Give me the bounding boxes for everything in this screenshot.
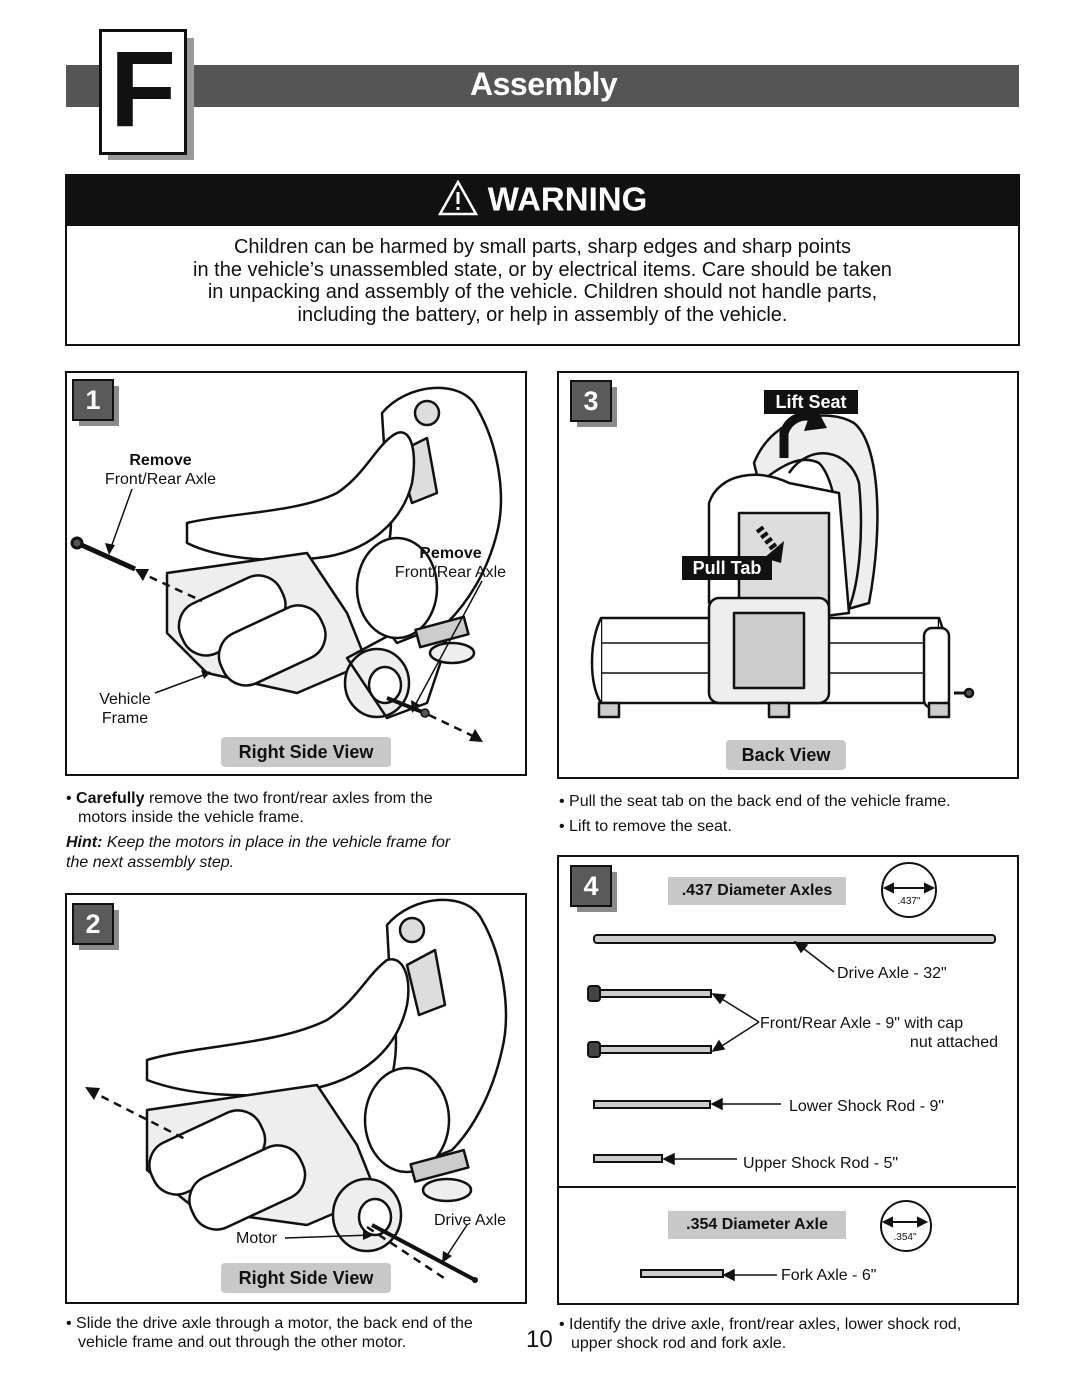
- vehicle-back-view-illustration: [590, 403, 975, 719]
- step3-bullet-text: Pull the seat tab on the back end of the…: [569, 793, 951, 810]
- front-rear-axle-label: Front/Rear Axle - 9" with cap nut attach…: [760, 1014, 1000, 1052]
- step1-hint-bold: Hint:: [66, 834, 103, 851]
- step1-bullet-text: remove the two front/rear axles from the: [144, 790, 433, 807]
- step2-bullet-text: Slide the drive axle through a motor, th…: [76, 1315, 473, 1332]
- step1-view-label: Right Side View: [221, 737, 391, 767]
- step3-view-label: Back View: [726, 740, 846, 770]
- gauge-354-icon: [880, 1200, 932, 1252]
- drive-axle-label: Drive Axle: [434, 1212, 507, 1229]
- warning-title: WARNING: [67, 179, 1018, 224]
- step4-bullet-text-2: upper shock rod and fork axle.: [571, 1335, 787, 1352]
- step3-bullets: • Pull the seat tab on the back end of t…: [559, 793, 951, 835]
- drive-axle-32-label: Drive Axle - 32": [837, 965, 947, 982]
- step1-bullet-bold: Carefully: [76, 790, 145, 807]
- vehicle-frame-label-line: Vehicle: [99, 691, 151, 708]
- section-letter-box: [99, 29, 187, 155]
- page-title: Assembly: [470, 66, 618, 102]
- vehicle-frame-label: Vehicle Frame: [90, 690, 160, 728]
- step1-bullet: • Carefully remove the two front/rear ax…: [66, 789, 526, 827]
- gauge-354-text: .354": [893, 1232, 917, 1243]
- gauge-437-text: .437": [897, 896, 921, 907]
- front-rear-axle-label-line: nut attached: [909, 1034, 998, 1051]
- warning-triangle-icon: [437, 179, 478, 224]
- step3-bullet-text: Lift to remove the seat.: [569, 818, 732, 835]
- step3-number: 3: [570, 380, 612, 422]
- step2-view-label: Right Side View: [221, 1263, 391, 1293]
- lift-seat-callout: Lift Seat: [764, 390, 858, 414]
- axles-illustration: [587, 882, 996, 1282]
- warning-line: in unpacking and assembly of the vehicle…: [207, 281, 878, 303]
- warning-box: [65, 174, 1020, 346]
- remove-label-mid: Remove Front/Rear Axle: [388, 544, 513, 582]
- step2-number: 2: [72, 903, 114, 945]
- remove-label-top-bold: Remove: [129, 452, 192, 469]
- page-number: 10: [526, 1326, 553, 1353]
- diameter-437-title: .437 Diameter Axles: [668, 877, 846, 905]
- remove-label-top: Remove Front/Rear Axle: [98, 451, 223, 489]
- warning-text: Children can be harmed by small parts, s…: [67, 236, 1018, 326]
- step4-bullet: • Identify the drive axle, front/rear ax…: [559, 1315, 1029, 1353]
- step1-number: 1: [72, 379, 114, 421]
- step2-bullet: • Slide the drive axle through a motor, …: [66, 1314, 536, 1352]
- step4-divider: [558, 1186, 1016, 1188]
- vehicle-right-side-illustration-1: [70, 386, 503, 742]
- warning-line: including the battery, or help in assemb…: [297, 303, 788, 326]
- remove-label-mid-text: Front/Rear Axle: [394, 564, 507, 581]
- pull-tab-callout: Pull Tab: [682, 556, 772, 580]
- step1-hint-text-2: the next assembly step.: [66, 854, 235, 871]
- title-bar: [66, 65, 1019, 107]
- step1-hint: Hint: Keep the motors in place in the ve…: [66, 833, 526, 873]
- step1-hint-text: Keep the motors in place in the vehicle …: [102, 834, 451, 851]
- remove-label-mid-bold: Remove: [419, 545, 482, 562]
- warning-line: in the vehicle’s unassembled state, or b…: [193, 258, 892, 281]
- section-letter: F: [110, 28, 176, 149]
- warning-title-text: WARNING: [487, 180, 648, 218]
- warning-line: Children can be harmed by small parts, s…: [233, 236, 851, 258]
- remove-label-top-text: Front/Rear Axle: [104, 471, 217, 488]
- front-rear-axle-label-line: Front/Rear Axle - 9" with cap: [760, 1015, 964, 1032]
- step4-bullet-text: Identify the drive axle, front/rear axle…: [569, 1316, 962, 1333]
- step2-bullet-text-2: vehicle frame and out through the other …: [78, 1334, 407, 1351]
- warning-header: [67, 176, 1018, 226]
- lower-shock-label: Lower Shock Rod - 9": [789, 1098, 945, 1115]
- diameter-354-title: .354 Diameter Axle: [668, 1211, 846, 1239]
- step1-bullet-text-2: motors inside the vehicle frame.: [78, 809, 304, 826]
- step4-number: 4: [570, 865, 612, 907]
- motor-label: Motor: [236, 1230, 277, 1247]
- fork-axle-label: Fork Axle - 6": [781, 1267, 877, 1284]
- vehicle-right-side-illustration-2: [85, 898, 508, 1283]
- upper-shock-label: Upper Shock Rod - 5": [743, 1155, 899, 1172]
- gauge-437-icon: [881, 862, 937, 918]
- vehicle-frame-label-line: Frame: [101, 710, 149, 727]
